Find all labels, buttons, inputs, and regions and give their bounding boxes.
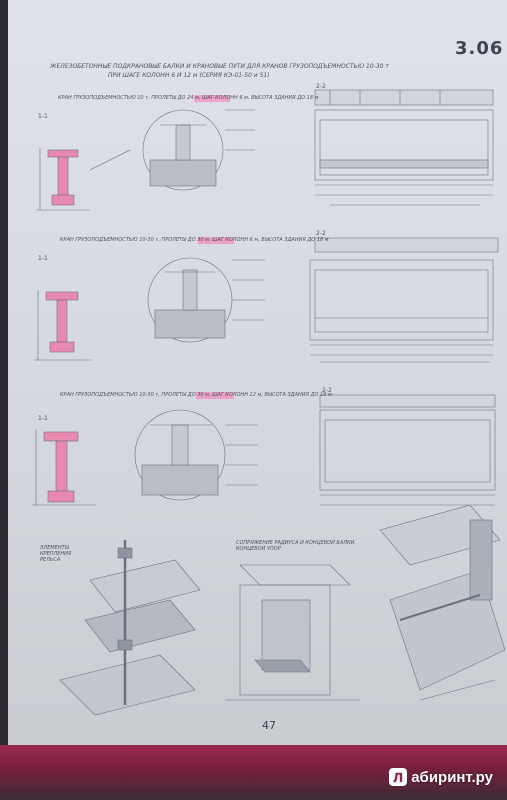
- highlighter-marks: [194, 95, 234, 399]
- page-title-line2: ПРИ ШАГЕ КОЛОНН 6 И 12 м (СЕРИЯ КЭ-01-50…: [108, 72, 270, 79]
- section-3-drawings: [32, 394, 496, 506]
- svg-text:2-2: 2-2: [316, 230, 326, 237]
- bottom-isometric-drawings: [59, 504, 506, 716]
- section-2-drawings: [34, 237, 499, 363]
- labirint-logo-icon: Л: [389, 768, 408, 786]
- svg-text:1-1: 1-1: [38, 255, 48, 262]
- page-title-line1: ЖЕЛЕЗОБЕТОННЫЕ ПОДКРАНОВЫЕ БАЛКИ И КРАНО…: [50, 63, 389, 70]
- svg-text:1-1: 1-1: [38, 415, 48, 422]
- bottom-left-label: ЭЛЕМЕНТЫ КРЕПЛЕНИЯ РЕЛЬСА: [40, 545, 72, 563]
- section-markers: 2-2 2-2 2-2 1-1 1-1 1-1: [38, 83, 332, 422]
- svg-text:2-2: 2-2: [316, 83, 326, 90]
- book-spine: [0, 0, 8, 800]
- page-number: 47: [262, 719, 276, 732]
- section-1-label: КРАН ГРУЗОПОДЪЕМНОСТЬЮ 10 т, ПРОЛЕТЫ ДО …: [58, 95, 319, 101]
- technical-drawings: 2-2 2-2 2-2 1-1 1-1 1-1: [32, 83, 506, 716]
- section-3-label: КРАН ГРУЗОПОДЪЕМНОСТЬЮ 10-30 т, ПРОЛЕТЫ …: [60, 392, 332, 398]
- section-number: 3.06: [455, 38, 504, 59]
- book-cover-edge: [0, 745, 507, 800]
- svg-text:2-2: 2-2: [322, 387, 332, 394]
- watermark-text: абиринт.ру: [411, 768, 493, 786]
- section-2-label: КРАН ГРУЗОПОДЪЕМНОСТЬЮ 10-30 т, ПРОЛЕТЫ …: [60, 237, 329, 243]
- bottom-middle-label: СОПРЯЖЕНИЕ РАДИУСА И КОНЦЕВОЙ БАЛКИ, КОН…: [236, 540, 356, 552]
- watermark: Л абиринт.ру: [389, 768, 493, 786]
- section-1-drawings: [36, 89, 494, 211]
- svg-text:1-1: 1-1: [38, 113, 48, 120]
